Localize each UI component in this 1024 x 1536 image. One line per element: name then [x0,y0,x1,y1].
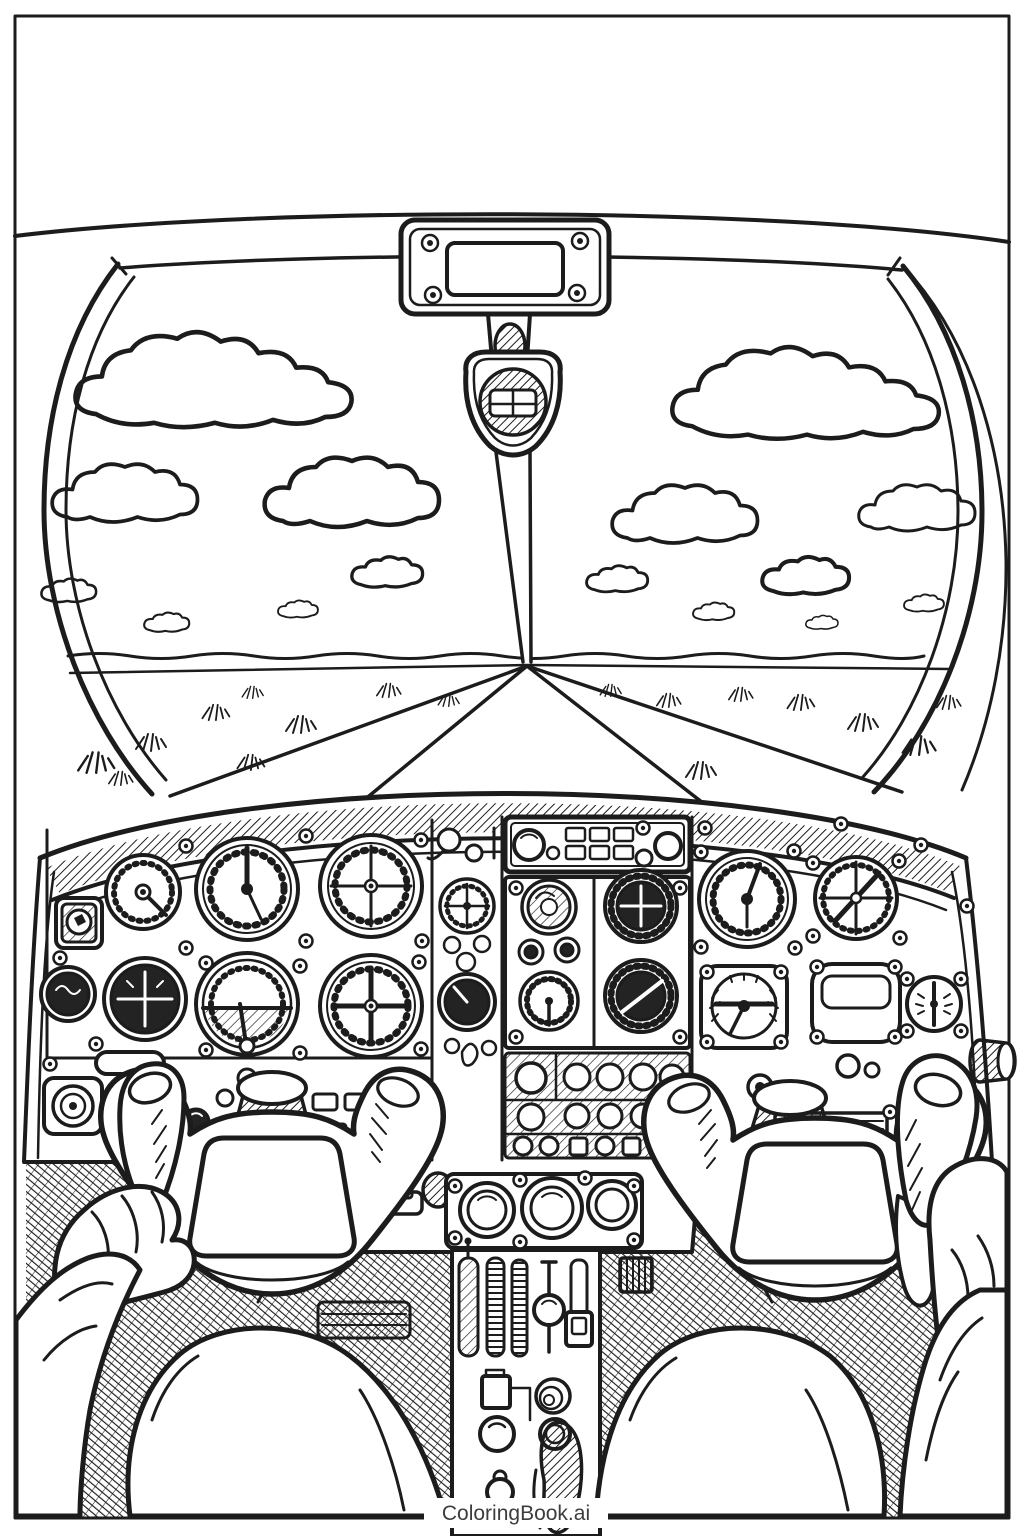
left-gauge-cluster [39,828,430,1160]
overhead-console-plate [398,217,612,317]
floor-pocket [316,1300,412,1340]
square-knob-slider[interactable] [564,1258,594,1348]
square-button[interactable] [480,1368,532,1422]
small-dark-gauge [39,965,97,1023]
outside-view [40,332,977,812]
avionics-panel [503,868,692,1050]
runway [168,664,904,812]
mini-knob [442,935,462,955]
flight-clock [693,843,803,956]
square-attitude-gauge [699,964,789,1050]
rudder-pedal-right[interactable] [618,1256,654,1294]
small-knob[interactable] [215,1088,235,1108]
round-knob-slider[interactable] [532,1260,566,1354]
com-radio [502,814,693,875]
tick-gauge [518,970,580,1032]
airspeed-indicator [194,836,300,942]
square-vacuum-gauge [54,896,104,950]
pilot-left-hand [13,1061,197,1519]
small-knob[interactable] [835,1053,861,1079]
turn-coordinator [194,951,300,1057]
center-pedestal [450,1237,602,1536]
pilot-right-knee [593,1325,888,1519]
mini-knob [472,934,492,954]
grass-tufts [76,682,962,787]
watermark: ColoringBook.ai [424,1498,608,1528]
pilot-right-hand [894,1053,1010,1519]
mini-knob [455,951,477,973]
center-left-column [426,826,498,1067]
radio-knob-large[interactable] [653,831,683,861]
magnetic-compass [463,349,563,458]
right-thumb-nail [913,1072,963,1108]
glareshield-hatch-band [46,803,960,894]
cross-needle-gauge [805,853,908,946]
watermark-text: ColoringBook.ai [442,1502,590,1525]
ribbed-slider[interactable] [510,1258,529,1358]
mini-cross-gauge [438,877,496,935]
side-cylinder-knob[interactable] [968,1038,1017,1084]
attitude-indicator [102,956,188,1042]
pilot-left-knee [125,1325,448,1519]
knob-glyph-cluster [426,826,496,863]
spiral-knob[interactable] [534,1377,572,1415]
adf-indicator-upper [603,868,679,944]
tachometer [104,853,182,931]
vor-cdi-gauge [318,953,424,1059]
mini-knob-cluster [443,1037,498,1067]
left-sleeve [13,1251,143,1519]
center-stack [502,814,693,1160]
horizon-line [66,652,926,660]
adf-indicator-lower [603,958,679,1034]
sketched-gauge [520,878,578,936]
mini-gauge-pair [517,936,581,966]
crosshatched-lever[interactable] [457,1237,480,1358]
ribbed-slider[interactable] [485,1256,506,1358]
radio-buttons[interactable] [564,826,635,861]
right-a-pillar [860,263,1008,795]
mini-dark-gauge [437,972,497,1032]
center-knob-row [444,1170,644,1250]
right-gauge-cluster [693,816,1017,1084]
radio-knob-small[interactable] [634,848,654,868]
left-thumb-nail [127,1071,173,1105]
plate-screws [420,231,590,305]
round-knob[interactable] [478,1415,516,1453]
blank-annunciator-display [809,959,903,1045]
heading-gyro [318,833,424,939]
left-a-pillar [41,261,168,797]
vertical-needle-gauge [899,971,969,1039]
